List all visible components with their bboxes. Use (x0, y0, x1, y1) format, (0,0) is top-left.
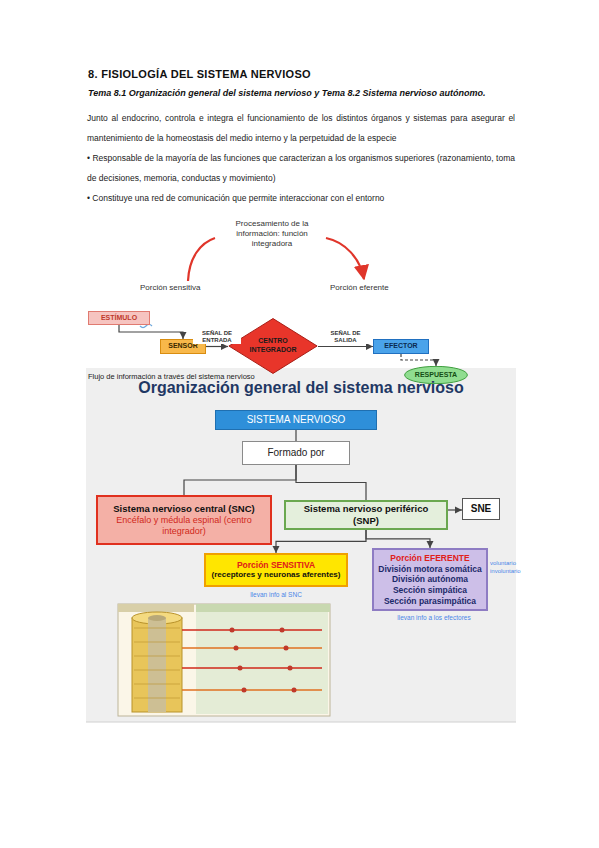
neuron-dot (230, 628, 235, 633)
side-note: voluntario (490, 560, 534, 567)
flow-note: llevan info al SNC (226, 591, 326, 599)
cns-box: Sistema nervioso central (SNC)Encéfalo y… (96, 495, 272, 545)
cord-segment (134, 656, 180, 657)
effector-box: EFECTOR (373, 339, 429, 354)
ens-box: SNE (462, 498, 500, 520)
formed-by-box: Formado por (242, 441, 350, 465)
connector (184, 465, 296, 495)
grey-matter-top (148, 615, 166, 621)
nerve-line (182, 667, 322, 668)
node-heading: ESTÍMULO (101, 314, 137, 323)
connector (296, 465, 366, 500)
node-heading: EFECTOR (384, 342, 417, 351)
cord-segment (134, 684, 180, 685)
neuron-dot (292, 688, 297, 693)
nerve-lines (134, 628, 322, 699)
connector (295, 430, 296, 441)
illustration-header (196, 604, 330, 612)
nerve-line (182, 689, 322, 690)
cord-segment (134, 642, 180, 643)
bullet-item: • Responsable de la mayoría de las funci… (87, 148, 515, 188)
root-box: SISTEMA NERVIOSO (215, 410, 377, 430)
sensory-box: Porción SENSITIVA(receptores y neuronas … (204, 553, 348, 587)
node-text: Sección parasimpática (384, 596, 476, 607)
pns-area (196, 612, 328, 714)
connector (448, 509, 462, 510)
node-heading: CENTRO INTEGRADOR (247, 337, 299, 355)
node-text: División autónoma (392, 574, 468, 585)
efferent-box: Porción EFERENTEDivisión motora somática… (372, 548, 488, 611)
nerve-line (182, 647, 322, 648)
edge-label: SEÑAL DE ENTRADA (193, 330, 241, 344)
neuron-dot (280, 628, 285, 633)
curved-arrow (326, 238, 364, 279)
side-note: involuntario (490, 568, 534, 575)
integrator-diamond: CENTRO INTEGRADOR (228, 318, 318, 374)
diamond-shape (229, 319, 317, 374)
illustration-frame (118, 604, 330, 716)
bullet-item: • Constituye una red de comunicación que… (87, 188, 515, 208)
spinal-cord-illustration (118, 604, 330, 716)
curved-arrow (188, 238, 215, 281)
figure-caption: Flujo de información a través del sistem… (88, 372, 255, 381)
node-heading: SISTEMA NERVIOSO (247, 414, 346, 427)
portion-label: Porción eferente (330, 283, 420, 293)
cord-segment (134, 628, 180, 629)
portion-label: Porción sensitiva (140, 283, 230, 293)
illustration-header (118, 604, 194, 612)
cord-segment (134, 670, 180, 671)
page-title: 8. FISIOLOGÍA DEL SISTEMA NERVIOSO (88, 68, 311, 80)
connector (401, 354, 436, 366)
neuron-dot (234, 646, 239, 651)
panel-ground (86, 368, 516, 722)
node-heading: Sistema nervioso periférico (SNP) (290, 503, 442, 527)
connector (318, 346, 373, 347)
node-text: Encéfalo y médula espinal (centro integr… (104, 515, 264, 538)
connector (119, 325, 183, 339)
flow-note: llevan info a los efectores (384, 614, 484, 622)
process-note: Procesamiento de la información: función… (222, 219, 322, 249)
neuron-dot (288, 666, 293, 671)
connector (276, 530, 366, 553)
neuron-dot (284, 646, 289, 651)
neuron-dot (242, 688, 247, 693)
spinal-cord (132, 618, 182, 712)
cord-segment (134, 698, 180, 699)
pns-box: Sistema nervioso periférico (SNP) (284, 500, 448, 530)
neuron-dot (238, 666, 243, 671)
paragraph: Junto al endocrino, controla e integra e… (87, 108, 515, 148)
node-heading: Formado por (267, 447, 324, 460)
nerve-line (182, 629, 322, 630)
subtitle: Tema 8.1 Organización general del sistem… (88, 88, 558, 100)
edge-label: SEÑAL DE SALIDA (322, 330, 370, 344)
node-text: (receptores y neuronas aferentes) (212, 570, 341, 580)
connector (206, 346, 228, 347)
node-heading: Porción EFERENTE (390, 553, 469, 564)
organization-panel: Organización general del sistema nervios… (86, 368, 516, 722)
node-heading: RESPUESTA (415, 371, 457, 380)
node-heading: Porción SENSITIVA (237, 560, 315, 571)
stimulus-box: ESTÍMULO (88, 311, 150, 325)
node-heading: SNE (471, 503, 492, 516)
node-heading: Sistema nervioso central (SNC) (113, 503, 255, 515)
panel-rule (86, 722, 516, 723)
node-text: División motora somática (378, 564, 481, 575)
node-text: Sección simpática (393, 585, 467, 596)
connector (366, 530, 430, 548)
